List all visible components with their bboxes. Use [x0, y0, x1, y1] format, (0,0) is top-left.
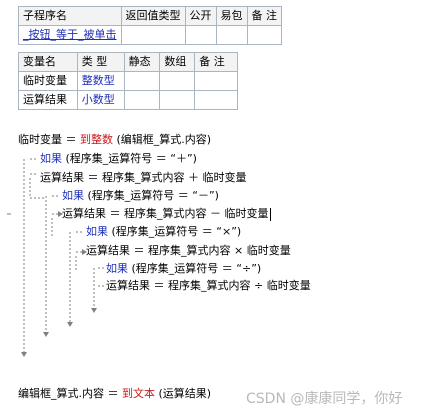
variable-type-cell[interactable]: 整数型	[76, 71, 125, 91]
if-keyword: 如果	[62, 189, 84, 202]
remark-cell[interactable]	[246, 25, 282, 45]
variable-type-cell[interactable]: 小数型	[76, 90, 125, 110]
col-static: 静态	[123, 52, 161, 72]
col-var-remark: 备 注	[194, 52, 238, 72]
flow-arrow-head	[21, 352, 27, 357]
variable-row[interactable]: 运算结果 小数型	[18, 90, 238, 110]
variable-name-cell[interactable]: 临时变量	[18, 71, 78, 91]
code-line-9[interactable]: 运算结果 ＝ 程序集_算式内容 ÷ 临时变量	[106, 279, 311, 292]
subroutine-table: 子程序名 返回值类型 公开 易包 备 注 _按钮_等于_被单击	[18, 6, 282, 45]
watermark: CSDN @康康同学，你好	[246, 391, 403, 407]
variable-name-cell[interactable]: 运算结果	[18, 90, 78, 110]
if-keyword: 如果	[106, 262, 128, 275]
code-line-6[interactable]: 如果 (程序集_运算符号 ＝ “×”)	[86, 225, 242, 238]
if-keyword: 如果	[40, 152, 62, 165]
variable-row[interactable]: 临时变量 整数型	[18, 71, 238, 91]
col-variable-name: 变量名	[18, 52, 78, 72]
flow-arrow-head	[43, 332, 49, 337]
col-return-type: 返回值类型	[120, 6, 186, 26]
to-integer-function: 到整数	[80, 133, 113, 146]
to-text-function: 到文本	[122, 387, 155, 400]
subroutine-name-cell[interactable]: _按钮_等于_被单击	[18, 25, 122, 45]
package-cell[interactable]	[215, 25, 248, 45]
col-type: 类 型	[76, 52, 125, 72]
variable-type[interactable]: 整数型	[81, 74, 115, 87]
flow-arrow-head	[67, 322, 73, 327]
subroutine-name[interactable]: _按钮_等于_被单击	[23, 28, 117, 41]
subroutine-header-row: 子程序名 返回值类型 公开 易包 备 注	[18, 6, 282, 26]
code-line-4[interactable]: 如果 (程序集_运算符号 ＝ “－”)	[62, 189, 219, 202]
text-cursor	[269, 207, 271, 221]
code-line-7[interactable]: 运算结果 ＝ 程序集_算式内容 × 临时变量	[86, 244, 291, 257]
code-line-2[interactable]: 如果 (程序集_运算符号 ＝ “＋”)	[40, 152, 197, 165]
flow-line-else-plus	[29, 178, 46, 199]
flow-arrow-head	[91, 308, 97, 313]
col-array: 数组	[159, 52, 196, 72]
code-line-3[interactable]: 运算结果 ＝ 程序集_算式内容 ＋ 临时变量	[40, 171, 247, 184]
flow-arrow-head	[82, 249, 87, 255]
col-remark: 备 注	[246, 6, 282, 26]
variable-table: 变量名 类 型 静态 数组 备 注 临时变量 整数型 运算结果 小数型	[18, 52, 238, 110]
var-remark-cell[interactable]	[194, 90, 238, 110]
subroutine-row[interactable]: _按钮_等于_被单击	[18, 25, 282, 45]
if-keyword: 如果	[86, 225, 108, 238]
array-cell[interactable]	[159, 90, 196, 110]
code-line-8[interactable]: 如果 (程序集_运算符号 ＝ “÷”)	[106, 262, 262, 275]
col-subroutine-name: 子程序名	[18, 6, 122, 26]
code-line-5[interactable]: 运算结果 ＝ 程序集_算式内容 － 临时变量	[62, 207, 271, 221]
flow-arrow-head	[58, 211, 63, 217]
variable-header-row: 变量名 类 型 静态 数组 备 注	[18, 52, 238, 72]
variable-type[interactable]: 小数型	[81, 93, 115, 106]
code-line-1[interactable]: 临时变量 ＝ 到整数 (编辑框_算式.内容)	[18, 133, 212, 146]
col-public: 公开	[184, 6, 217, 26]
code-line-10[interactable]: 编辑框_算式.内容 ＝ 到文本 (运算结果)	[18, 387, 212, 400]
